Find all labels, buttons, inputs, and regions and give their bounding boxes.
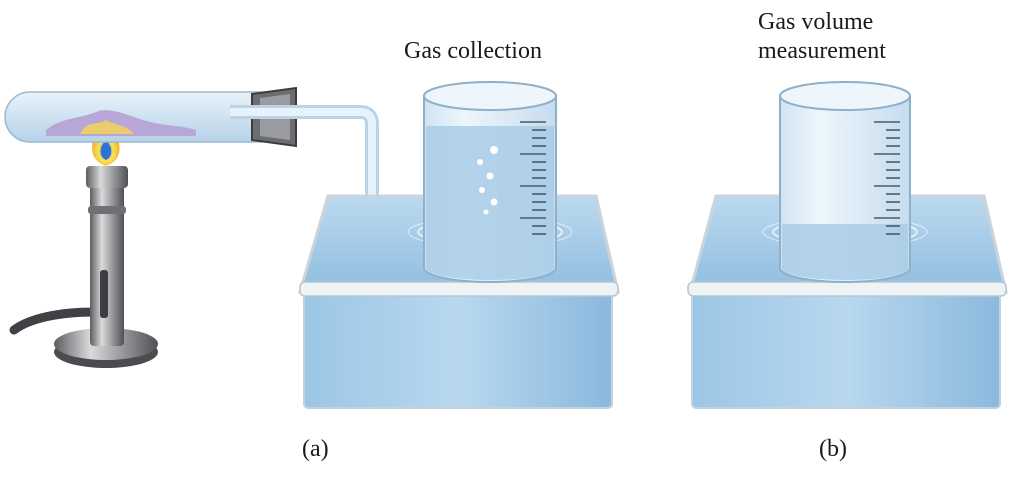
gas-collection-label: Gas collection — [404, 38, 542, 64]
panel-label-b: (b) — [819, 436, 847, 462]
graduation-marks-b — [874, 121, 900, 235]
gas-bubbles — [477, 146, 498, 215]
test-tube — [4, 91, 263, 143]
gas-volume-label-line2: measurement — [758, 38, 886, 64]
water-tray-b — [687, 194, 1008, 409]
graduation-marks-a — [520, 121, 546, 235]
gas-volume-measurement-label: Gas volume measurement — [758, 8, 886, 66]
bunsen-burner — [9, 166, 158, 368]
tray-front-b — [691, 291, 1001, 409]
graduated-cylinder-b — [779, 81, 911, 283]
gas-hose — [9, 307, 100, 335]
panel-label-a: (a) — [302, 436, 329, 462]
burner-barrel — [90, 178, 124, 346]
tray-front-a — [303, 291, 613, 409]
gas-volume-label-line1: Gas volume — [758, 9, 874, 35]
graduated-cylinder-a — [423, 81, 557, 283]
